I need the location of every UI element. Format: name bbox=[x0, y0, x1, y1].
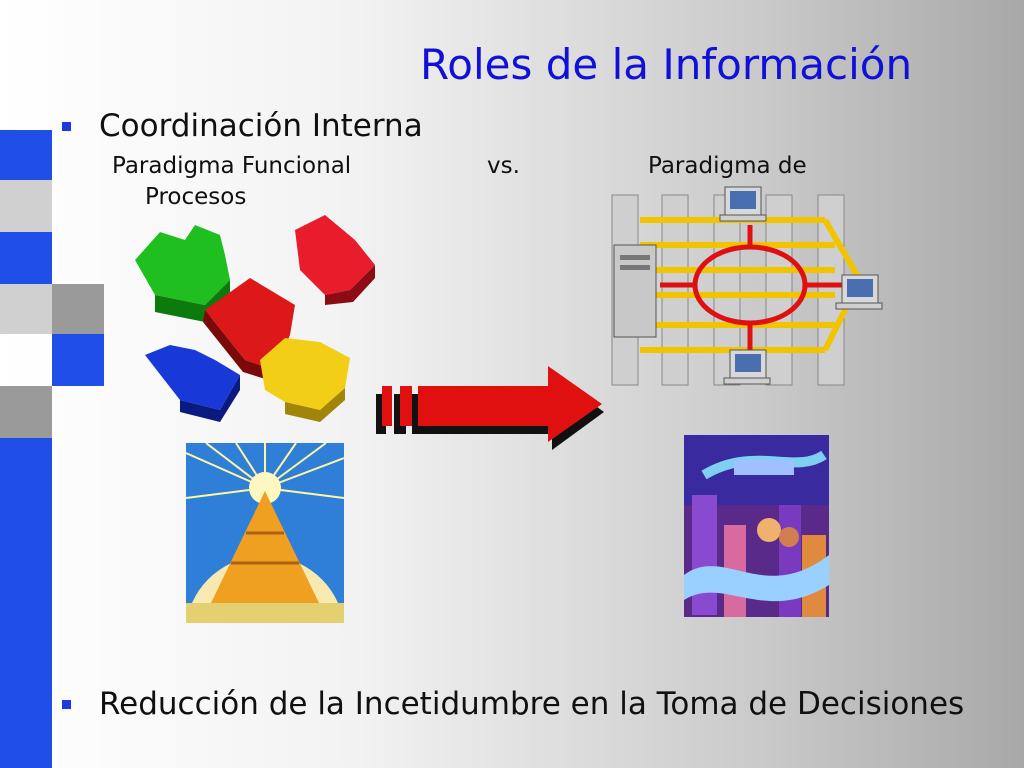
puzzle-pieces-icon bbox=[135, 215, 375, 422]
digital-city-illustration bbox=[684, 435, 829, 617]
sidebar-decoration bbox=[0, 130, 104, 768]
paradigm-continuation: Procesos bbox=[145, 184, 247, 210]
pyramid-clock-illustration bbox=[186, 443, 344, 623]
computer-network-icon bbox=[611, 186, 883, 386]
square-bullet-icon bbox=[62, 699, 71, 709]
paradigm-vs: vs. bbox=[487, 153, 520, 179]
bullet-text: Reducción de la Incetidumbre en la Toma … bbox=[99, 686, 965, 722]
paradigm-right: Paradigma de bbox=[648, 153, 807, 179]
right-arrow-icon bbox=[376, 366, 604, 450]
slide-title: Roles de la Información bbox=[420, 40, 913, 89]
bullet-coordination: Coordinación Interna bbox=[62, 108, 423, 144]
bullet-uncertainty: Reducción de la Incetidumbre en la Toma … bbox=[62, 686, 964, 722]
paradigm-left: Paradigma Funcional bbox=[112, 153, 352, 179]
bullet-text: Coordinación Interna bbox=[99, 108, 423, 144]
square-bullet-icon bbox=[62, 121, 71, 131]
